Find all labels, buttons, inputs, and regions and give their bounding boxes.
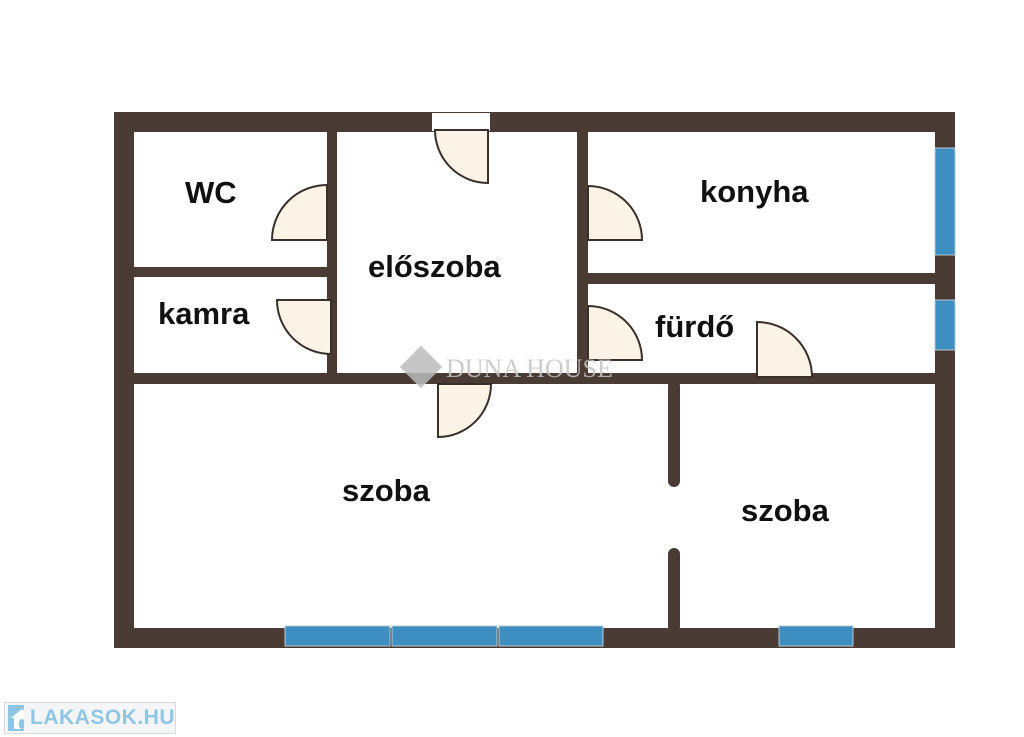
room-label-kamra: kamra: [158, 296, 250, 331]
kamra-door: [275, 299, 332, 356]
house-icon: [8, 705, 24, 731]
szoba-door: [437, 383, 493, 439]
brand-text: LAKASOK.HU: [30, 706, 175, 729]
room-label-furdo: fürdő: [655, 309, 734, 344]
room-label-szoba-small: szoba: [741, 493, 830, 528]
lakasok-badge: LAKASOK.HU: [4, 702, 176, 734]
doors: [270, 113, 814, 439]
windows: [284, 147, 956, 647]
wc-door: [270, 183, 328, 241]
watermark-text: DUNA HOUSE: [446, 354, 613, 383]
watermark: DUNA HOUSE: [399, 345, 613, 389]
room-label-wc: WC: [185, 175, 237, 210]
konyha-door: [587, 184, 644, 241]
furdo-door-right: [756, 320, 814, 378]
room-label-eloszoba: előszoba: [368, 249, 501, 284]
room-label-szoba-main: szoba: [342, 473, 431, 508]
entrance-door: [433, 129, 489, 185]
furdo-door-left: [587, 304, 644, 361]
room-label-konyha: konyha: [700, 174, 809, 209]
